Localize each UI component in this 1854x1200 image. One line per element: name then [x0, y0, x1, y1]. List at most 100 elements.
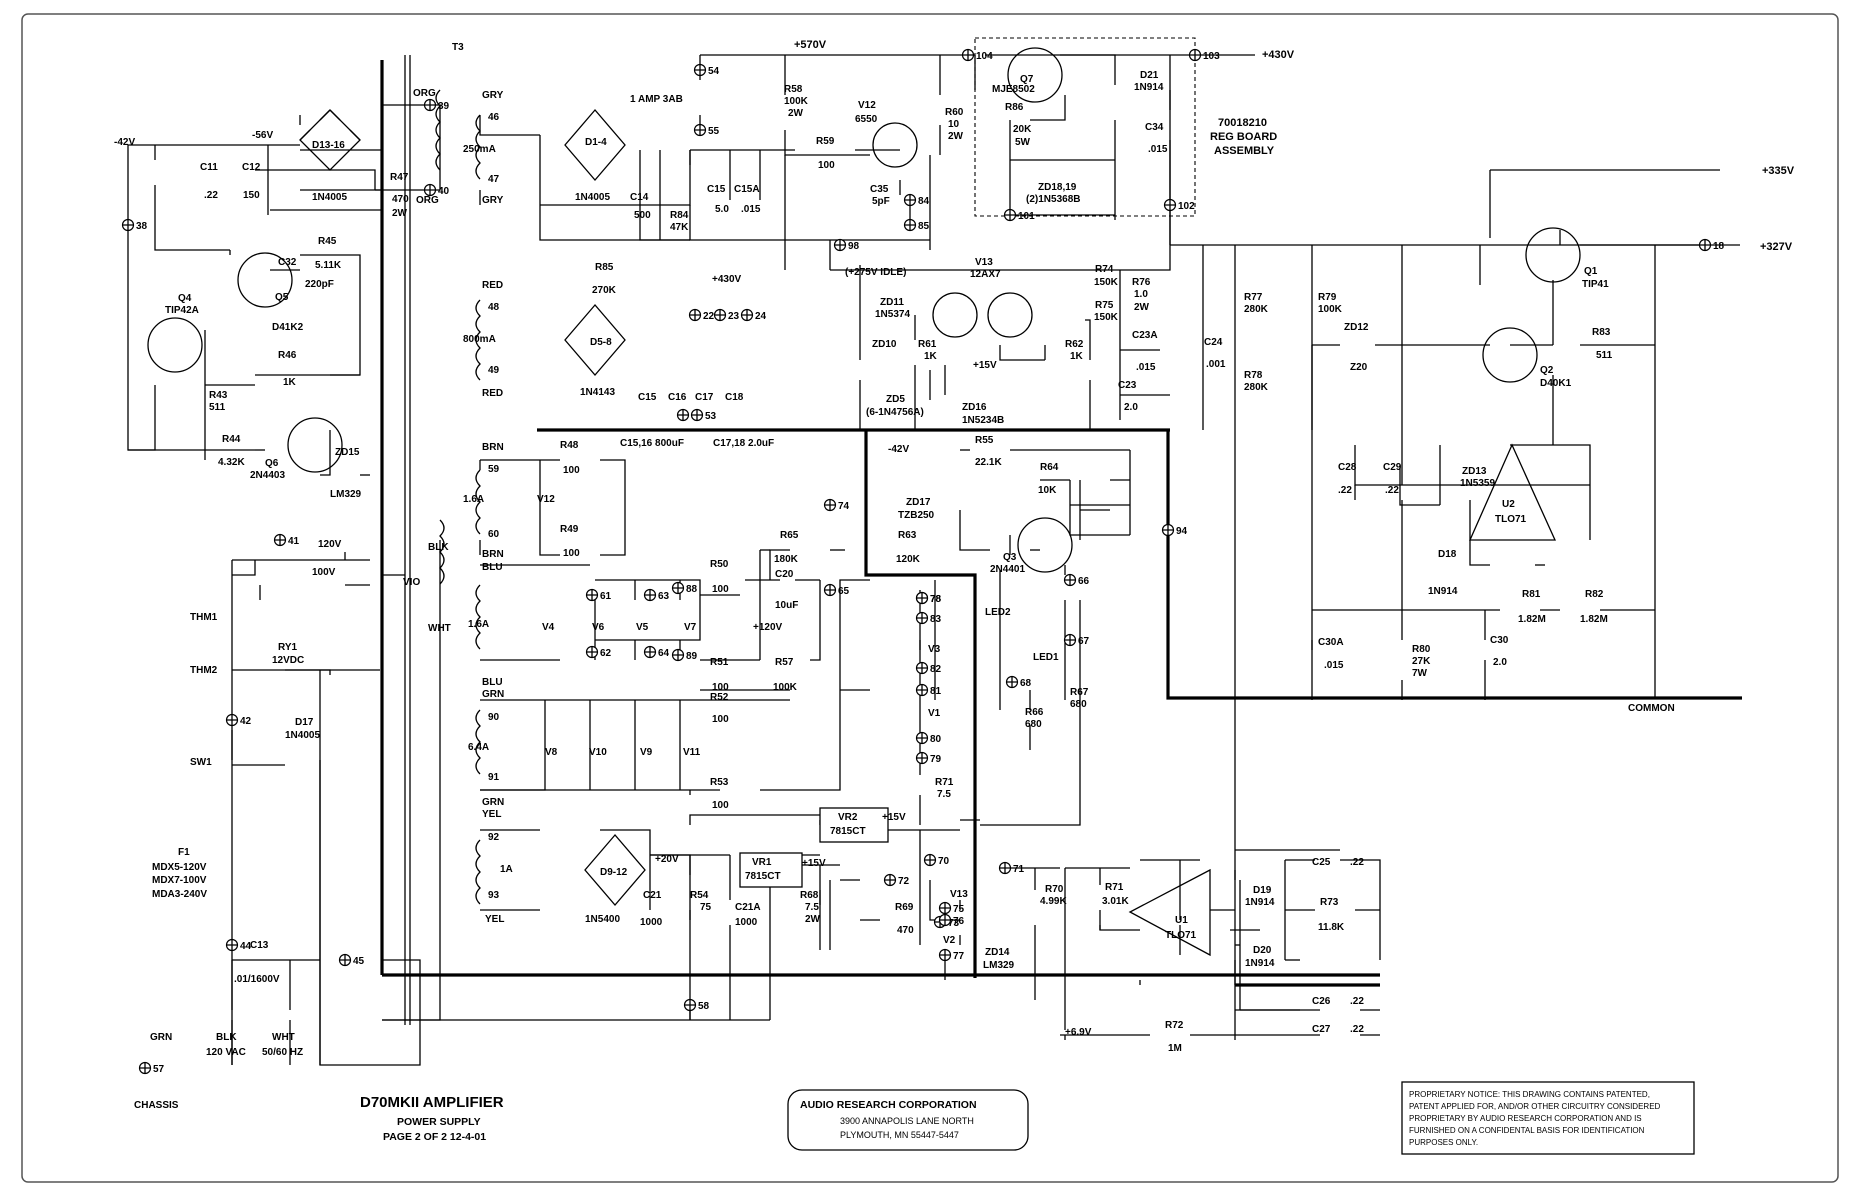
- test-point-label: 80: [930, 734, 942, 745]
- test-points: 3839404142444554555758657071727374788485…: [121, 48, 1725, 1075]
- q5-body: [237, 252, 293, 308]
- test-point-24: 24: [740, 308, 767, 322]
- component-r73: R73: [1320, 897, 1339, 908]
- tap-label-26: 93: [488, 890, 500, 901]
- component-c15: C15: [707, 184, 726, 195]
- component-r78-val: 280K: [1244, 382, 1269, 393]
- reg-board-name: REG BOARD: [1210, 131, 1277, 143]
- test-point-label: 53: [705, 411, 717, 422]
- component-r44-val: 4.32K: [218, 457, 245, 468]
- test-point-62: 62: [585, 645, 612, 659]
- component-d5-8: D5-8: [590, 337, 612, 348]
- test-point-70: 70: [923, 853, 950, 867]
- test-point-label: 54: [708, 66, 720, 77]
- rail-v15c: +15V: [802, 858, 826, 869]
- component-r55-val: 22.1K: [975, 457, 1002, 468]
- component-v3: V3: [928, 644, 941, 655]
- component-q3: Q3: [1003, 552, 1017, 563]
- title-block: D70MKII AMPLIFIER POWER SUPPLY PAGE 2 OF…: [360, 1094, 504, 1143]
- component-d21-val: 1N914: [1134, 82, 1164, 93]
- component-r54-val: 75: [700, 902, 712, 913]
- component-c30a-val: .015: [1324, 660, 1344, 671]
- component-led1: LED1: [1033, 652, 1059, 663]
- component-c25: C25: [1312, 857, 1331, 868]
- component-r82-val: 1.82M: [1580, 614, 1608, 625]
- test-point-22: 22: [688, 308, 715, 322]
- component-r58-w: 2W: [788, 108, 804, 119]
- test-point-85: 85: [903, 218, 930, 232]
- test-point-label: 102: [1178, 201, 1195, 212]
- tap-label-19: 90: [488, 712, 500, 723]
- test-point-80: 80: [915, 731, 942, 745]
- component-c34: C34: [1145, 122, 1164, 133]
- component-c27: C27: [1312, 1024, 1331, 1035]
- test-point-102: 102: [1163, 198, 1195, 212]
- test-point-74: 74: [823, 498, 850, 512]
- u2-triangle: [1469, 443, 1557, 541]
- notice-line-4: FURNISHED ON A CONFIDENTAL BASIS FOR IDE…: [1409, 1126, 1645, 1135]
- test-point-label: 94: [1176, 526, 1188, 537]
- component-c20-val: 10uF: [775, 600, 798, 611]
- component-c35: C35: [870, 184, 889, 195]
- test-point-44: 44: [225, 938, 252, 952]
- tap-label-6: 48: [488, 302, 500, 313]
- rail-vm42b: -42V: [888, 444, 909, 455]
- bridge-d9-12: [584, 834, 646, 906]
- test-point-53: 53: [690, 408, 717, 422]
- vr1-box: [739, 852, 803, 888]
- component-r50-val: 100: [712, 584, 729, 595]
- component-d9-12-val: 1N5400: [585, 914, 620, 925]
- test-point-label: 78: [930, 594, 942, 605]
- component-q7-val: MJE8502: [992, 84, 1035, 95]
- tap-label-18: GRN: [482, 689, 504, 700]
- test-point-64: 64: [643, 645, 670, 659]
- v12-tube: [872, 122, 918, 168]
- test-point-54: 54: [693, 63, 720, 77]
- test-point-label: 61: [600, 591, 612, 602]
- component-r67: R67: [1070, 687, 1089, 698]
- test-point-66: 66: [1063, 573, 1090, 587]
- tap-label-5: RED: [482, 280, 503, 291]
- test-point-76: 76: [938, 913, 965, 927]
- test-point-83: 83: [915, 611, 942, 625]
- component-r53-val: 100: [712, 800, 729, 811]
- component-r48-val: 100: [563, 465, 580, 476]
- amplifier-title: D70MKII AMPLIFIER: [360, 1094, 504, 1111]
- component-r71-val: 3.01K: [1102, 896, 1129, 907]
- component-r77-val: 280K: [1244, 304, 1269, 315]
- component-c14-val: 500: [634, 210, 651, 221]
- rail-v430b: +430V: [712, 274, 742, 285]
- component-zd18-19: ZD18,19: [1038, 182, 1077, 193]
- component-fuse: 1 AMP 3AB: [630, 94, 683, 105]
- tap-label-20: 6.4A: [468, 742, 489, 753]
- component-c30: C30: [1490, 635, 1509, 646]
- component-r80-val: 27K: [1412, 656, 1431, 667]
- test-point-63: 63: [643, 588, 670, 602]
- company-address-1: 3900 ANNAPOLIS LANE NORTH: [840, 1116, 974, 1126]
- component-c14: C14: [630, 192, 649, 203]
- component-r58-val: 100K: [784, 96, 809, 107]
- component-r80: R80: [1412, 644, 1431, 655]
- component-r77: R77: [1244, 292, 1263, 303]
- component-q7: Q7: [1020, 74, 1034, 85]
- component-r79-val: 100K: [1318, 304, 1343, 315]
- test-point-label: 62: [600, 648, 612, 659]
- component-c27-val: .22: [1350, 1024, 1364, 1035]
- component-zd15: ZD15: [335, 447, 360, 458]
- mains-hz: 50/60 HZ: [262, 1047, 303, 1058]
- rail-vm42: -42V: [114, 137, 135, 148]
- component-r60-val: 10: [948, 119, 960, 130]
- test-point-38: 38: [121, 218, 148, 232]
- test-point-label: 79: [930, 754, 942, 765]
- test-point-label: 78: [930, 594, 942, 605]
- component-c18: C18: [725, 392, 744, 403]
- component-r69-val: 470: [897, 925, 914, 936]
- tap-label-13: 60: [488, 529, 500, 540]
- component-d9-12: D9-12: [600, 867, 628, 878]
- component-r52: R52: [710, 692, 729, 703]
- component-thm2: THM2: [190, 665, 218, 676]
- rail-v120: +120V: [753, 622, 783, 633]
- mains-chassis: CHASSIS: [134, 1100, 179, 1111]
- tap-label-2: 250mA: [463, 144, 496, 155]
